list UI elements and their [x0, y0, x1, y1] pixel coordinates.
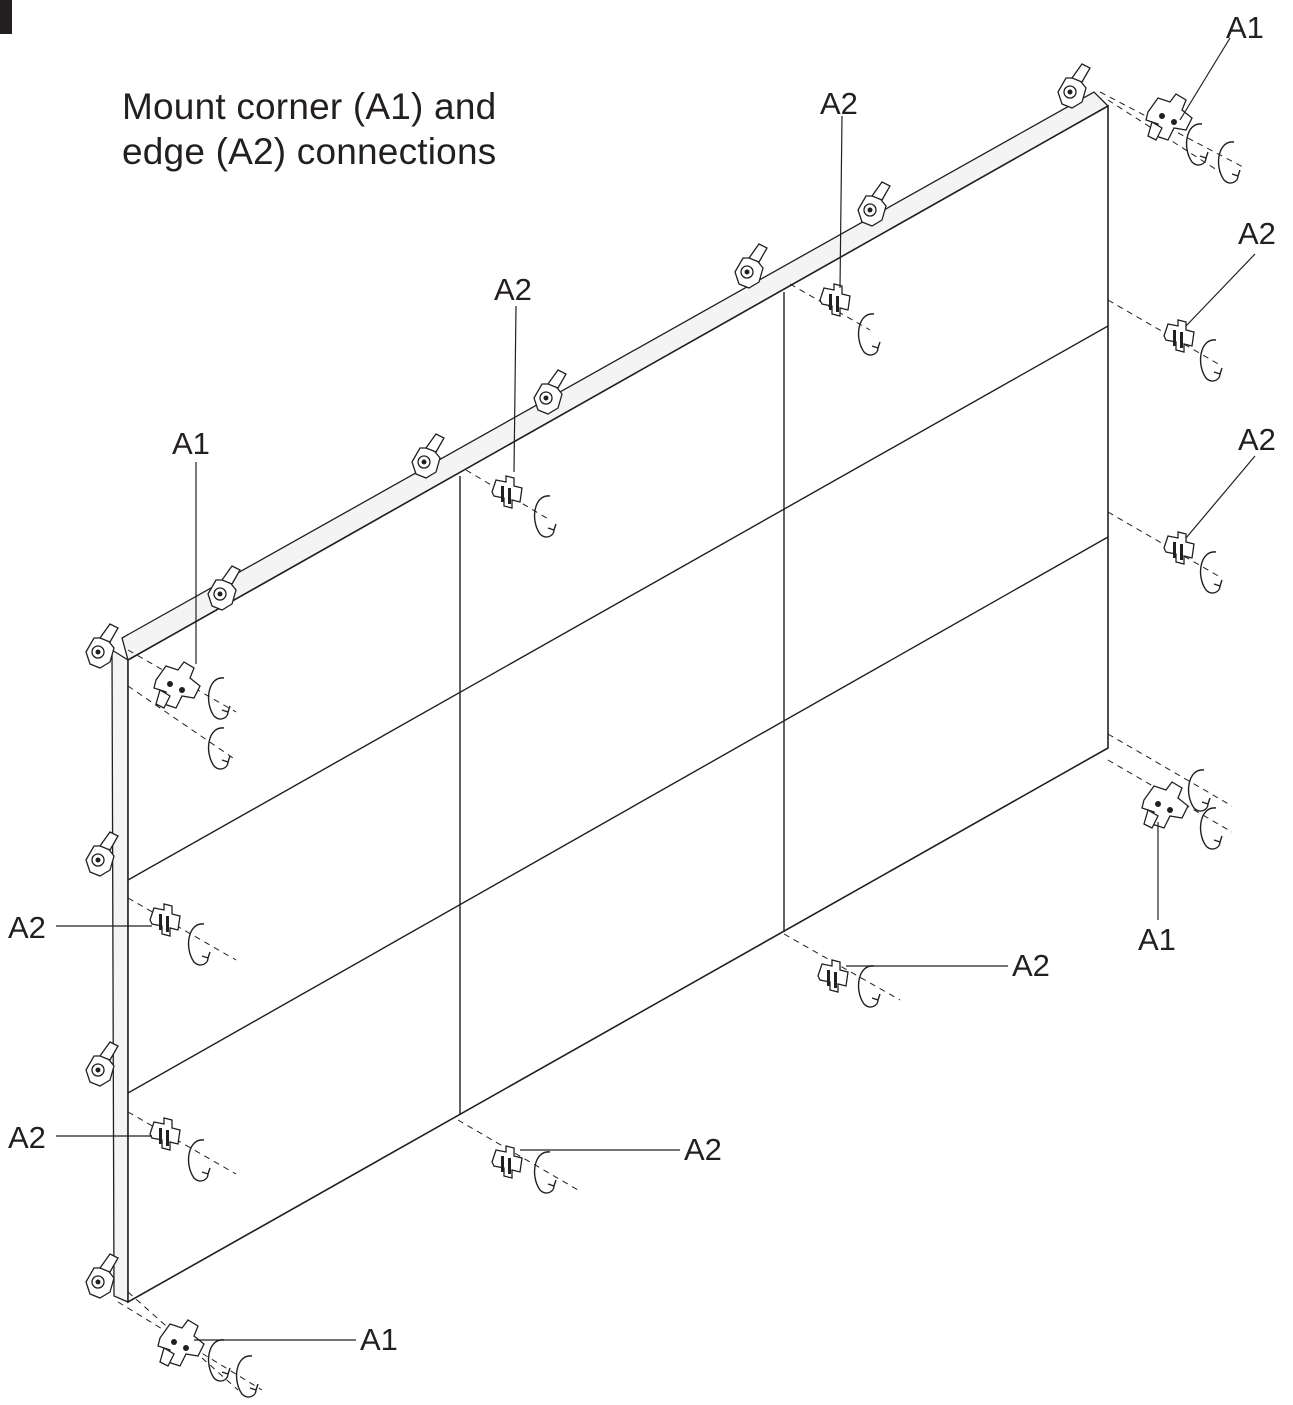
instruction-text: Mount corner (A1) and edge (A2) connecti…: [122, 84, 496, 174]
connection-a1-right-bottom: [1107, 733, 1233, 920]
page-edge-mark: [0, 0, 12, 34]
callout-a2-right-upper: A2: [1238, 216, 1276, 251]
connection-a2-top-center: [789, 115, 881, 356]
lock-cam-icon: [85, 1253, 119, 1299]
rotate-arrow-icon: [857, 965, 881, 1008]
connection-a2-right-upper: [1107, 253, 1256, 382]
callout-a1-top-right: A1: [1226, 10, 1264, 45]
connection-a1-bottom-left: [117, 1291, 356, 1398]
connection-a2-bottom-center: [457, 1119, 680, 1194]
callout-a2-left-middle: A2: [8, 910, 46, 945]
rotate-arrow-icon: [1187, 769, 1211, 812]
connection-a2-left-lower: [56, 1111, 237, 1182]
left-frame-rail: [111, 648, 129, 1303]
wall-front-face: [127, 104, 1109, 1304]
rotate-arrow-icon: [1185, 123, 1209, 166]
callout-a1-left-top: A1: [172, 426, 210, 461]
connection-a2-right-middle: [1107, 455, 1256, 594]
callout-a1-bottom-left: A1: [360, 1322, 398, 1357]
connection-a2-top-mid: [465, 305, 557, 538]
rotate-arrow-icon: [235, 1355, 259, 1398]
callout-a2-top-mid: A2: [494, 272, 532, 307]
rotate-arrow-icon: [1199, 551, 1223, 594]
callout-a2-right-middle: A2: [1238, 422, 1276, 457]
corner-bracket-icon: [1141, 781, 1189, 829]
rotate-arrow-icon: [533, 1151, 557, 1194]
rotate-arrow-icon: [207, 1339, 231, 1382]
instruction-line-1: Mount corner (A1) and: [122, 86, 497, 127]
instruction-line-2: edge (A2) connections: [122, 131, 497, 172]
callout-a1-right-bottom: A1: [1138, 922, 1176, 957]
callout-a2-bottom-center: A2: [684, 1132, 722, 1167]
rotate-arrow-icon: [1199, 339, 1223, 382]
callout-a2-left-lower: A2: [8, 1120, 46, 1155]
corner-bracket-icon: [157, 1319, 205, 1367]
edge-bracket-icon: [817, 959, 849, 993]
callout-a2-bottom-right: A2: [1012, 948, 1050, 983]
horizontal-seam-1: [127, 325, 1109, 881]
edge-bracket-icon: [491, 1145, 523, 1179]
callout-a2-top-center: A2: [820, 86, 858, 121]
edge-bracket-icon: [1163, 531, 1195, 565]
connection-a1-top-right: [1099, 37, 1246, 184]
rotate-arrow-icon: [1217, 141, 1241, 184]
edge-bracket-icon: [1163, 319, 1195, 353]
rotate-arrow-icon: [1199, 807, 1223, 850]
connection-a2-bottom-right: [783, 933, 1008, 1008]
corner-bracket-icon: [1145, 93, 1193, 141]
connection-a1-left-top: [127, 462, 237, 770]
horizontal-seam-2: [127, 536, 1109, 1094]
connection-a2-left-middle: [56, 897, 237, 966]
